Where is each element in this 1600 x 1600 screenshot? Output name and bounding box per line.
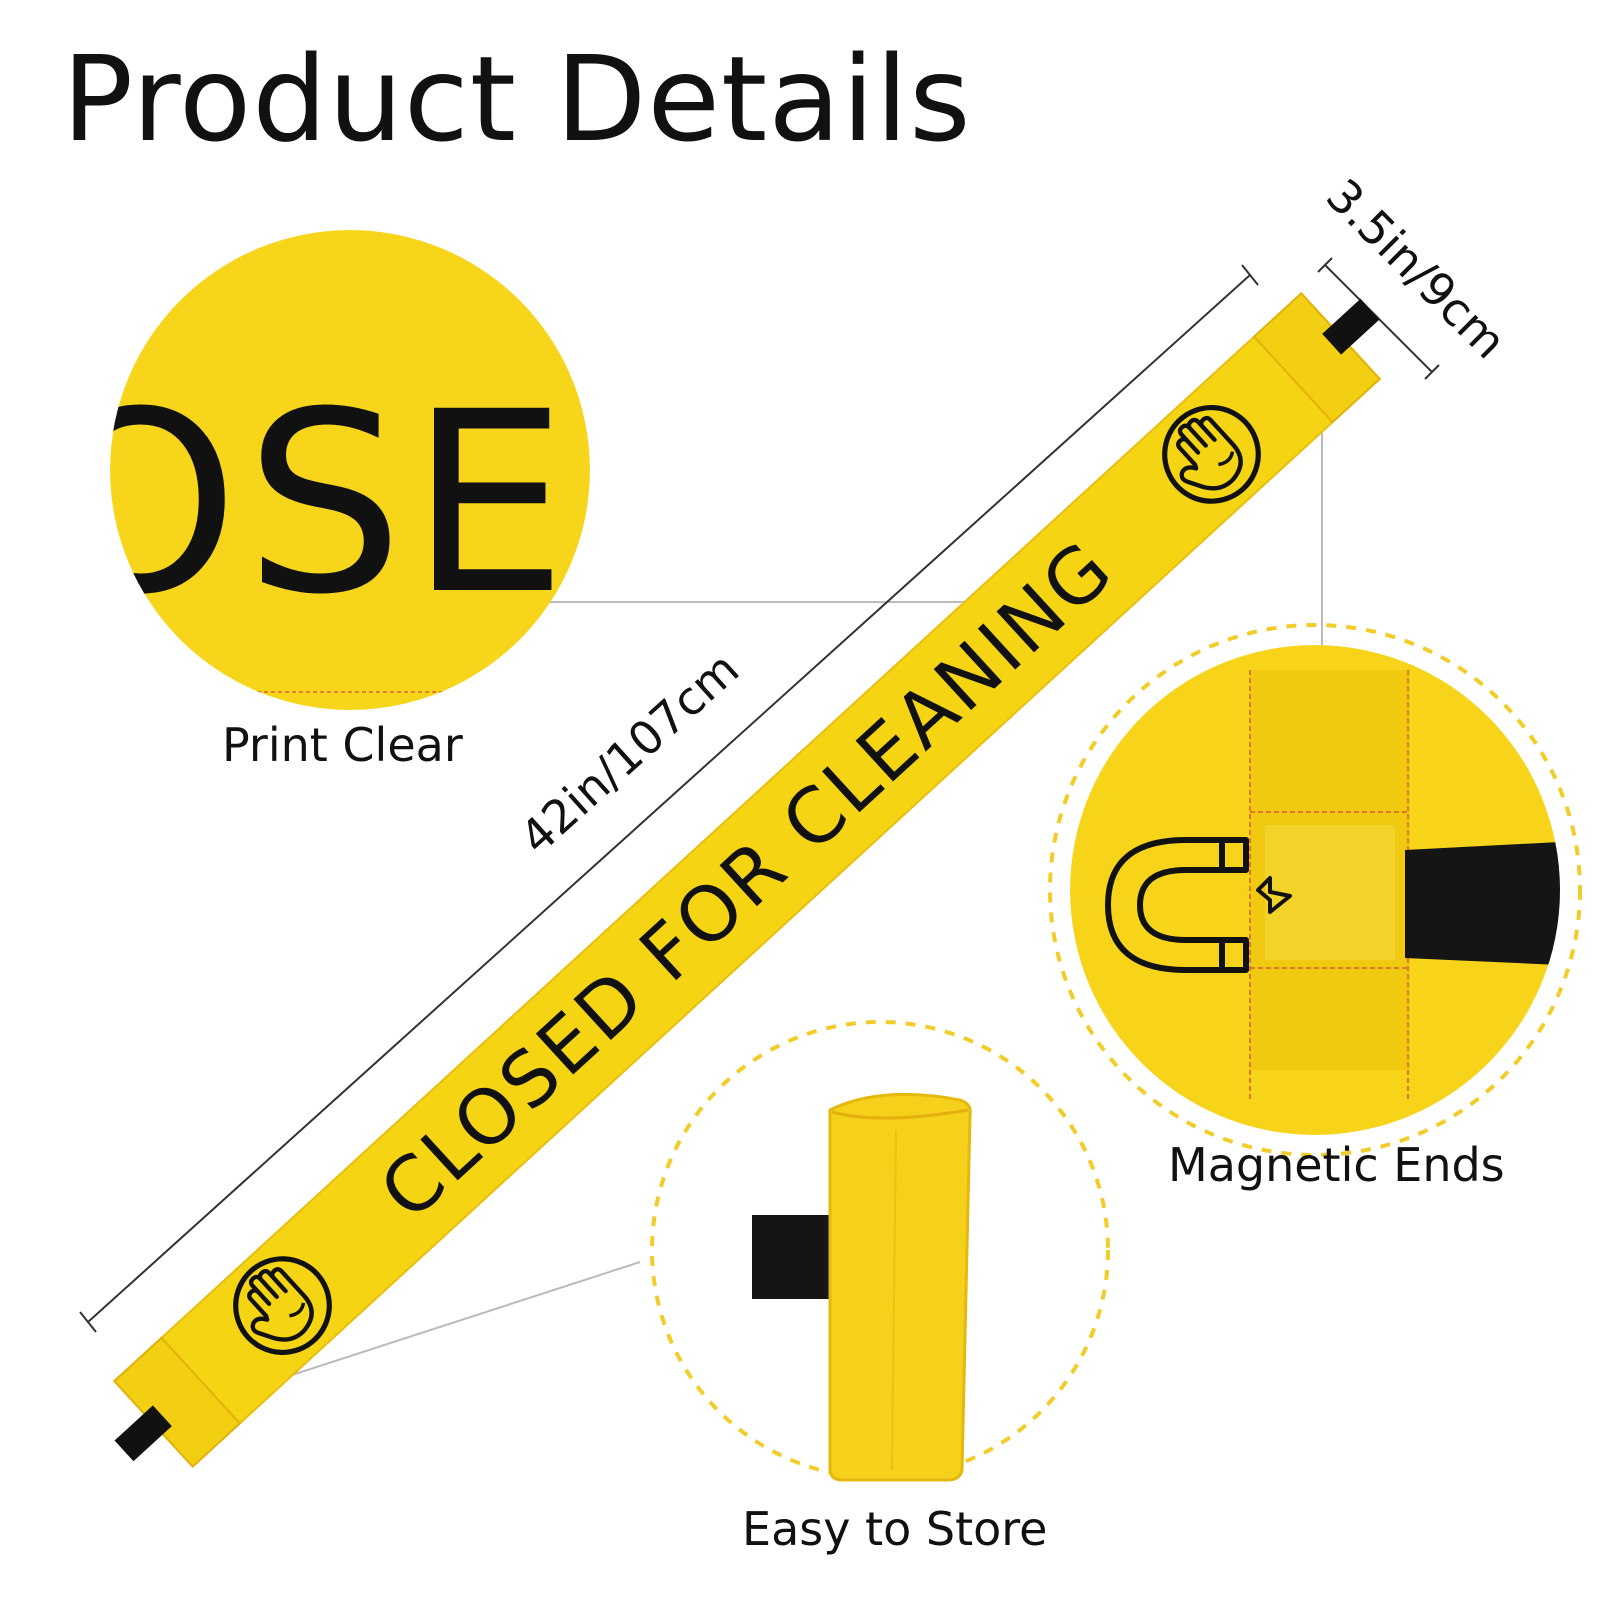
zoom-text: OSEI [42,358,653,649]
store-dashed-ring [650,1020,1110,1480]
length-dimension [79,264,1259,1333]
strap-left [114,1405,172,1462]
feature-label-print-clear: Print Clear [222,718,463,772]
magnetic-dashed-ring [1048,623,1582,1157]
strap-right [1322,298,1380,355]
magnet-icon [1105,837,1292,973]
page-title: Product Details [62,30,972,168]
print-clear-zoom: OSEI [42,230,653,710]
easy-to-store-zoom [752,1092,972,1482]
feature-label-easy-to-store: Easy to Store [742,1502,1048,1556]
magnetic-ends-zoom [1070,645,1560,1135]
black-strap [1405,842,1560,965]
rolled-banner [828,1092,972,1482]
feature-label-magnetic-ends: Magnetic Ends [1168,1138,1505,1192]
